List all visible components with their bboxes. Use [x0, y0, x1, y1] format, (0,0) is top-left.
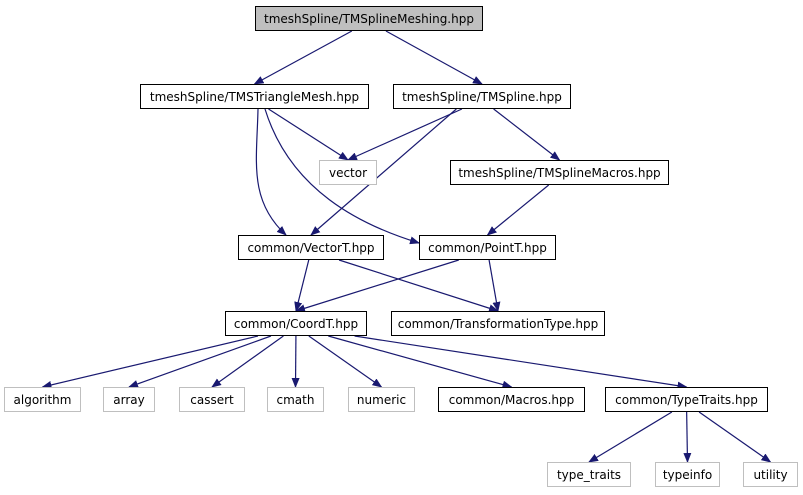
node-numeric[interactable]: numeric [348, 387, 415, 412]
edge-coordt-to-numeric [308, 335, 383, 388]
edge-coordt-to-cassert [211, 335, 284, 388]
edge-tmspline-to-vectort [310, 108, 457, 236]
node-coordt[interactable]: common/CoordT.hpp [225, 311, 367, 336]
node-transformationtype[interactable]: common/TransformationType.hpp [391, 311, 605, 336]
edge-vectort-to-transformation_type [338, 259, 499, 313]
node-typetraits-hpp[interactable]: common/TypeTraits.hpp [605, 387, 768, 412]
node-tmsplinemacros[interactable]: tmeshSpline/TMSplineMacros.hpp [450, 160, 669, 185]
node-array[interactable]: array [103, 387, 155, 412]
edge-tmspline-to-tmspline_macros [493, 108, 561, 161]
edge-tms_triangle_mesh-to-vector [268, 108, 349, 161]
edge-vectort-to-coordt [294, 259, 310, 312]
edge-coordt-to-array [128, 335, 272, 388]
edge-coordt-to-type_traits_hpp [354, 335, 688, 390]
edge-tmspline_macros-to-pointt [486, 184, 550, 236]
edge-pointt-to-coordt [295, 259, 459, 313]
node-utility[interactable]: utility [743, 462, 798, 487]
node-macros[interactable]: common/Macros.hpp [438, 387, 585, 412]
node-algorithm[interactable]: algorithm [4, 387, 81, 412]
node-vector[interactable]: vector [319, 160, 377, 185]
node-tmspline[interactable]: tmeshSpline/TMSpline.hpp [393, 84, 571, 109]
edge-coordt-to-macros [328, 335, 513, 389]
node-typeinfo[interactable]: typeinfo [655, 462, 720, 487]
node-pointt[interactable]: common/PointT.hpp [419, 235, 556, 260]
edge-coordt-to-algorithm [41, 335, 259, 389]
edge-tms_triangle_mesh-to-pointt [264, 108, 420, 245]
edge-tmspline-to-vector [347, 108, 463, 161]
edge-type_traits_hpp-to-utility [698, 411, 772, 463]
node-cmath[interactable]: cmath [267, 387, 324, 412]
edge-type_traits_hpp-to-typeinfo [683, 411, 692, 463]
edge-type_traits_hpp-to-type_traits [588, 411, 673, 463]
node-cassert[interactable]: cassert [179, 387, 245, 412]
edge-root-to-tmspline [385, 30, 483, 85]
node-root-tmsplinemeshing[interactable]: tmeshSpline/TMSplineMeshing.hpp [255, 6, 483, 31]
node-type-traits[interactable]: type_traits [547, 462, 631, 487]
node-vectort[interactable]: common/VectorT.hpp [238, 235, 384, 260]
node-tmstrianglemesh[interactable]: tmeshSpline/TMSTriangleMesh.hpp [140, 84, 369, 109]
edge-tms_triangle_mesh-to-vectort [255, 108, 287, 236]
edge-pointt-to-transformation_type [488, 259, 501, 312]
edge-root-to-tms_triangle_mesh [253, 30, 353, 85]
